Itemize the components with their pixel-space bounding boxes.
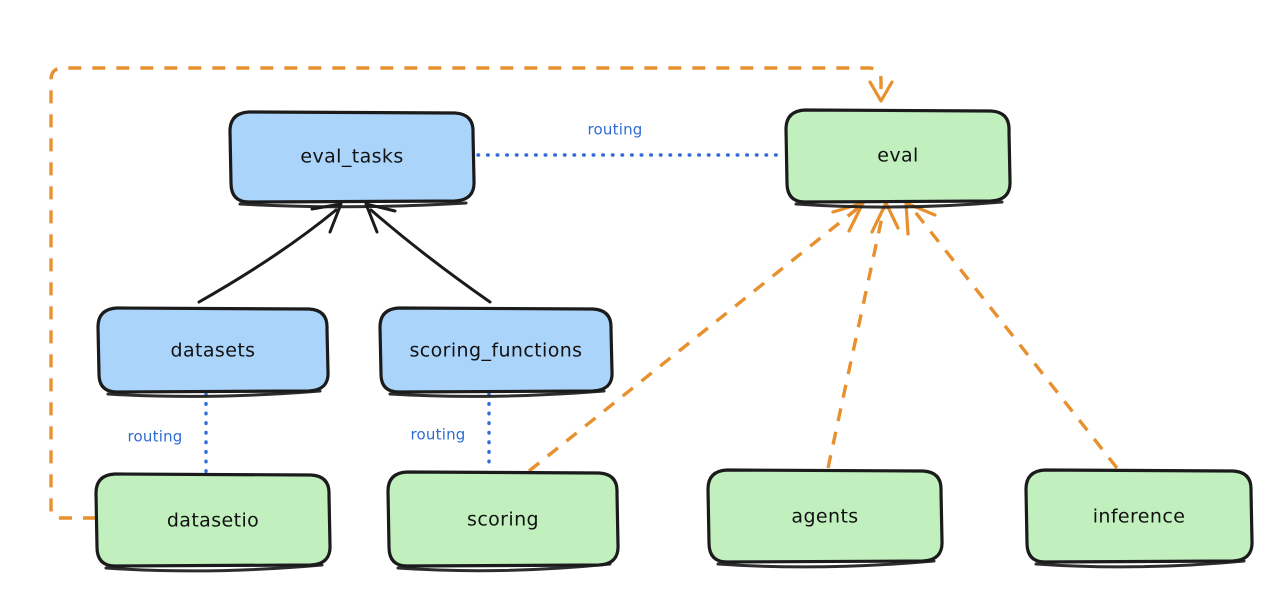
node-eval_tasks[interactable]: eval_tasks	[228, 110, 476, 209]
node-inference-shadow	[1034, 559, 1246, 569]
edge-datasetio-to-eval	[49, 66, 894, 520]
edge-inference-to-eval	[904, 201, 1119, 470]
node-scoring-label: scoring	[467, 509, 539, 531]
node-eval-shadow	[794, 200, 1004, 209]
edge-group-routing-dotted	[204, 153, 784, 474]
node-eval_tasks-label: eval_tasks	[300, 146, 403, 168]
edge-label-routing-datasets: routing	[128, 428, 183, 446]
edge-group-api-solid	[197, 202, 492, 304]
node-datasets[interactable]: datasets	[96, 306, 330, 398]
node-eval_tasks-box[interactable]	[228, 110, 476, 204]
node-scoring-box[interactable]	[386, 470, 620, 568]
node-scoring_functions-box[interactable]	[378, 306, 614, 394]
edge-scoring_functions-to-eval_tasks-arrowhead	[364, 202, 397, 234]
edge-datasetio-to-eval-arrowhead	[868, 80, 894, 103]
edge-agents-to-eval	[826, 201, 900, 469]
edge-inference-to-eval-path	[910, 206, 1119, 470]
edge-datasetio-to-eval-path	[49, 66, 883, 520]
node-inference[interactable]: inference	[1024, 468, 1254, 569]
node-scoring[interactable]: scoring	[386, 470, 620, 573]
edge-label-routing-scoring_functions: routing	[411, 426, 466, 444]
node-eval[interactable]: eval	[784, 108, 1012, 209]
node-eval-label: eval	[877, 145, 918, 167]
node-inference-label: inference	[1093, 506, 1186, 528]
node-datasets-label: datasets	[171, 340, 256, 362]
node-scoring_functions[interactable]: scoring_functions	[378, 306, 614, 398]
edge-datasets-to-eval_tasks	[197, 202, 343, 304]
node-agents-label: agents	[791, 506, 858, 528]
node-datasetio[interactable]: datasetio	[94, 472, 332, 573]
node-eval_tasks-shadow	[238, 201, 468, 209]
node-datasetio-shadow	[104, 563, 324, 573]
node-datasets-box[interactable]	[96, 306, 330, 394]
node-inference-box[interactable]	[1024, 468, 1254, 564]
node-eval-box[interactable]	[784, 108, 1012, 204]
edge-scoring_functions-to-eval_tasks	[364, 202, 492, 304]
node-datasetio-label: datasetio	[167, 510, 259, 532]
node-scoring_functions-label: scoring_functions	[410, 340, 583, 362]
node-datasetio-box[interactable]	[94, 472, 332, 568]
node-agents-shadow	[716, 559, 936, 569]
node-agents[interactable]: agents	[706, 468, 944, 569]
node-agents-box[interactable]	[706, 468, 944, 564]
node-datasets-shadow	[106, 389, 322, 398]
edge-label-routing-eval_tasks: routing	[588, 121, 643, 139]
edge-datasets-to-eval_tasks-path	[197, 208, 338, 304]
edge-scoring_functions-to-eval_tasks-path	[369, 208, 492, 304]
edge-label-group: routing routing routing	[128, 121, 643, 446]
node-scoring_functions-shadow	[388, 389, 606, 398]
edge-agents-to-eval-path	[826, 207, 886, 469]
